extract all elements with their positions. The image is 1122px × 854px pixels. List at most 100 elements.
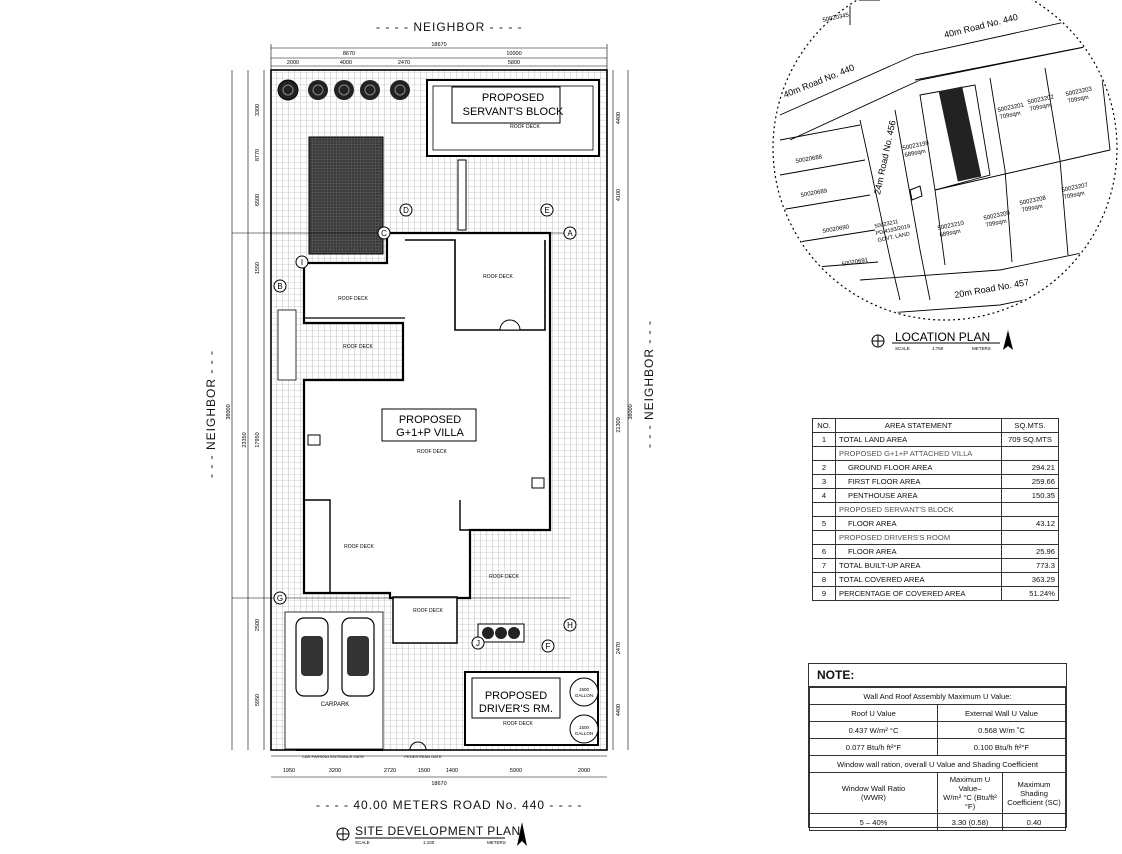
roof-deck-label-7: ROOF DECK [413,608,443,614]
area-row-label: TOTAL LAND AREA [835,432,1002,447]
svg-text:D: D [403,206,409,215]
north-arrow-icon [1003,330,1013,350]
plot-4: 50020690 [822,224,850,235]
north-arrow-icon-2 [517,822,527,846]
car-gate-label: CAR PARKING ENTRANCE GATE [302,754,364,759]
svg-text:C: C [381,229,387,238]
gallon-2-value: 1500 [579,725,590,730]
location-plan: 40m Road No. 440 40m Road No. 440 24m Ro… [772,0,1118,321]
plot-8: 50023202 [1027,94,1055,106]
note-roof-si: 0.437 W/m² °C [809,721,938,739]
area-row-no: 1 [812,432,836,447]
col-area: AREA STATEMENT [835,418,1002,433]
plot-area-6: 709sqm [985,219,1007,229]
dim-top-3: 10000 [506,51,521,57]
roof-deck-label-1: ROOF DECK [338,296,368,302]
area-row-no: 2 [812,460,836,475]
location-scale: 1:750 [932,346,944,351]
plot-12: 50023208 [1019,195,1047,207]
gallon-1-value: 1500 [579,687,590,692]
carpark-label: CARPARK [321,702,350,708]
gallon-2-unit: GALLON [575,731,593,736]
plot-area-2: 709sqm [999,111,1021,121]
dim-right-5: 2470 [616,642,622,654]
area-row-no: 5 [812,516,836,531]
note-h2: Maximum U Value–W/m² °C (Btu/ft² °F) [937,772,1003,814]
area-row-label: PENTHOUSE AREA [835,488,1002,503]
plot-area-4: 709sqm [1067,95,1089,105]
dim-top-6: 2470 [398,60,410,66]
plot-area-7: 709sqm [1021,204,1043,214]
roof-deck-label-3: ROOF DECK [483,274,513,280]
svg-text:I: I [301,258,303,267]
plot-13: 50023207 [1061,182,1089,194]
note-col-roof: Roof U Value [809,704,938,722]
plot-2: 50020688 [795,154,823,165]
dim-left-9: 5950 [255,694,261,706]
roof-deck-label-2: ROOF DECK [343,344,373,350]
dim-top-1: 8670 [343,51,355,57]
note-roof-ip: 0.077 Btu/h ft²°F [809,738,938,756]
location-plan-title: LOCATION PLAN [895,330,990,344]
col-no: NO. [812,418,836,433]
area-row-label: PROPOSED G+1+P ATTACHED VILLA [835,446,1002,461]
area-row-value: 294.21 [1001,460,1059,475]
note-v2: 3.30 (0.58) [937,813,1003,831]
area-row-value: 43.12 [1001,516,1059,531]
area-row-no: 8 [812,572,836,587]
servant-block-label-2: SERVANT'S BLOCK [463,106,564,118]
area-row-label: PROPOSED DRIVERS'S ROOM [835,530,1002,545]
dim-bottom-5: 1400 [446,768,458,774]
plot-area-8: 709sqm [1063,191,1085,201]
roof-deck-label-6: ROOF DECK [489,574,519,580]
dim-bottom-1: 1950 [283,768,295,774]
site-plan-scale-label: SCALE [355,840,370,845]
note-h1: Window Wall Ratio(WWR) [809,772,938,814]
plot-6: 50023199 [902,140,930,152]
plot-7: 50023201 [997,102,1025,114]
dim-bottom-4: 1500 [418,768,430,774]
area-row-value: 25.96 [1001,544,1059,559]
svg-text:E: E [544,206,549,215]
neighbor-right-label: - - - NEIGHBOR - - - [642,320,656,448]
location-units: METERS [972,346,991,351]
dim-left-4: 1550 [255,262,261,274]
dim-right-3: 38000 [628,404,634,419]
svg-text:G: G [277,594,283,603]
area-row-no: 6 [812,544,836,559]
area-row-no [812,502,836,517]
area-row-value: 259.66 [1001,474,1059,489]
plot-9: 50023203 [1065,86,1093,98]
dim-right-2: 4100 [616,189,622,201]
dim-bottom-6: 5900 [510,768,522,774]
roof-deck-label-5: ROOF DECK [344,544,374,550]
area-row-no: 7 [812,558,836,573]
plot-1: 50020345 [822,12,850,24]
roof-deck-label-4: ROOF DECK [417,449,447,455]
dim-bottom-7: 2000 [578,768,590,774]
area-row-value: 709 SQ.MTS [1001,432,1059,447]
dim-bottom-3: 2720 [384,768,396,774]
area-row-no [812,530,836,545]
note-box: NOTE: Wall And Roof Assembly Maximum U V… [808,663,1067,831]
area-row-no: 3 [812,474,836,489]
area-row-label: PERCENTAGE OF COVERED AREA [835,586,1002,601]
note-v3: 0.40 [1002,813,1066,831]
area-row: PROPOSED G+1+P ATTACHED VILLA [812,446,1059,461]
site-plan-title: SITE DEVELOPMENT PLAN [355,824,521,838]
area-row-value: 773.3 [1001,558,1059,573]
neighbor-top-label: - - - - NEIGHBOR - - - - [376,20,523,34]
note-wall-si: 0.568 W/m ˚C [937,721,1066,739]
plot-3: 50020689 [800,188,828,199]
dim-bottom-2: 3200 [329,768,341,774]
dim-left-5: 38000 [226,404,232,419]
ped-gate-label: PEDESTRIAN GATE [404,754,442,759]
